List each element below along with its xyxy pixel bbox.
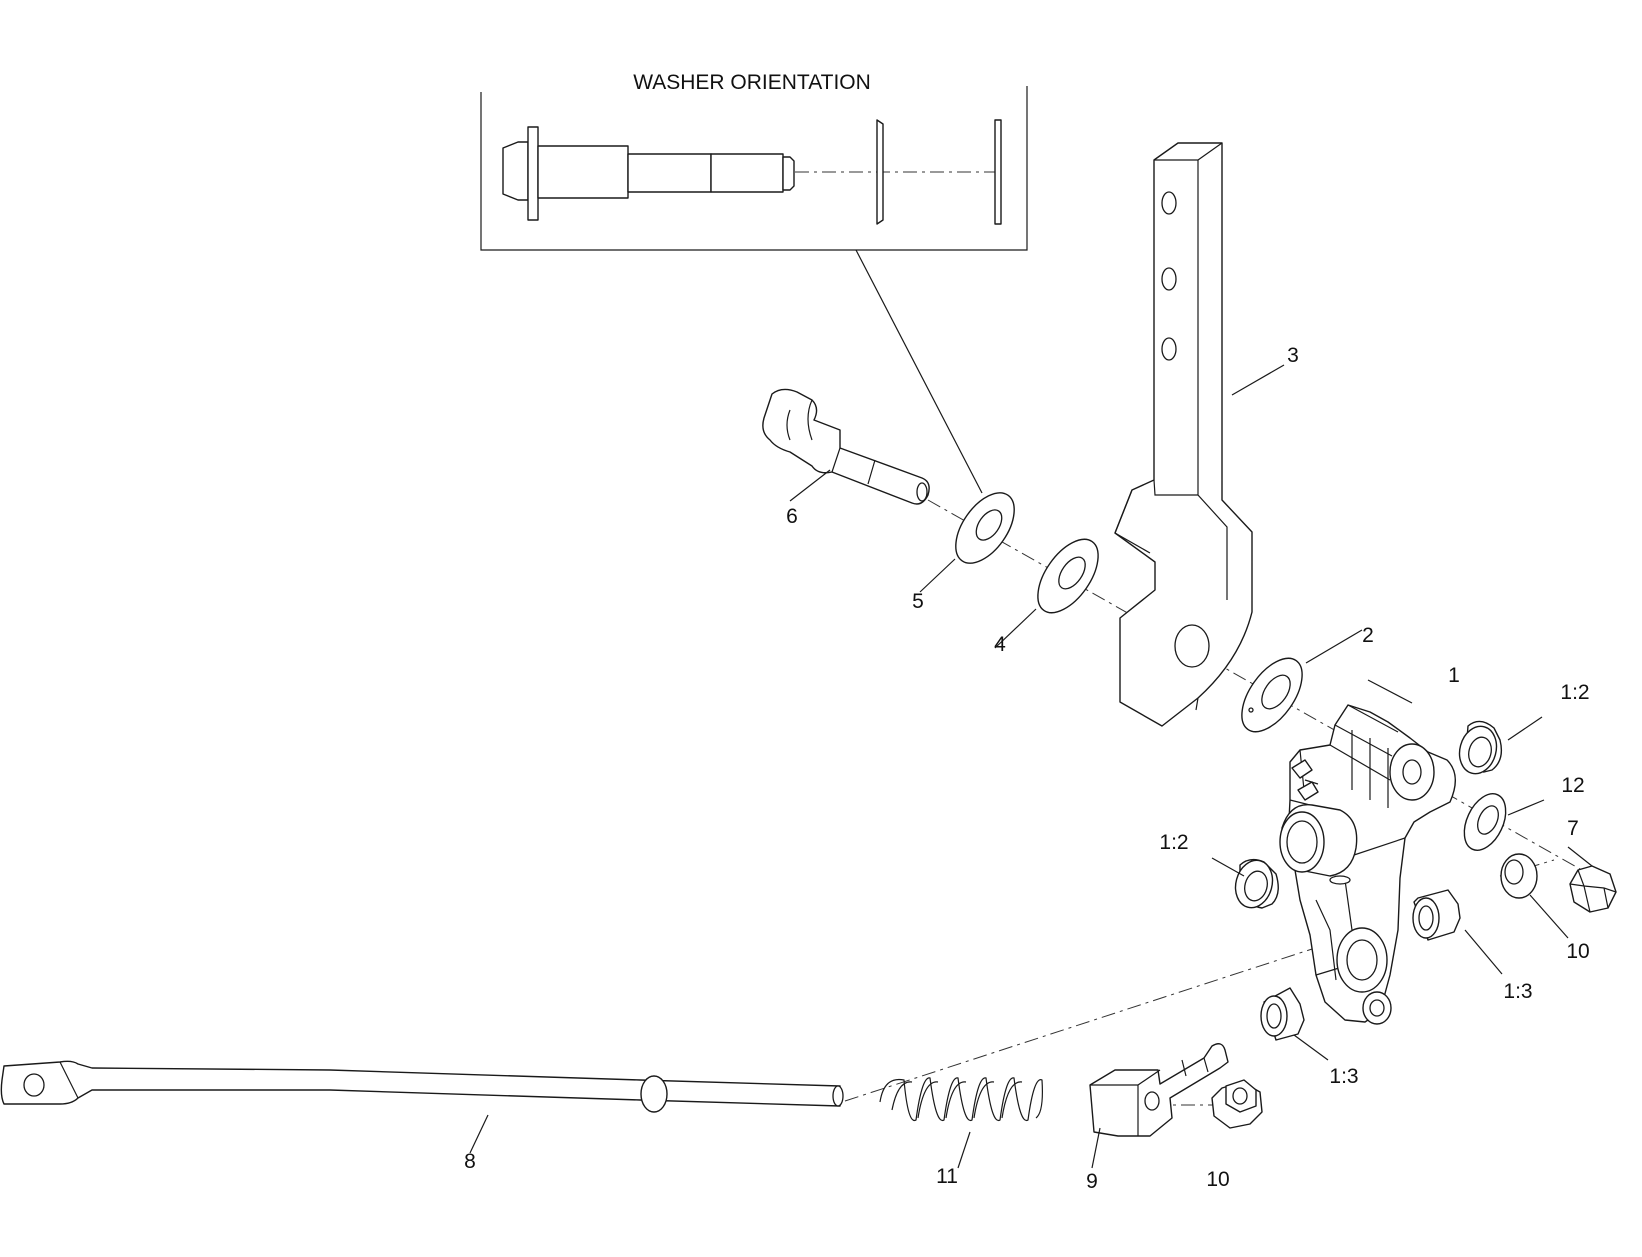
washer-part-5: [955, 492, 1015, 564]
callout-2: 2: [1362, 624, 1374, 647]
callout-7: 7: [1567, 817, 1579, 840]
clevis-part-9: [1089, 1043, 1229, 1137]
callout-12: 12: [1561, 774, 1584, 797]
spacer-1-3-upper: [1412, 889, 1461, 941]
leader-lines: [469, 364, 1593, 1169]
callout-1-2-lower: 1:2: [1159, 831, 1188, 854]
shoulder-bolt-part-6: [762, 388, 930, 505]
washer-orientation-inset: WASHER ORIENTATION: [480, 71, 1028, 494]
callout-6: 6: [786, 505, 798, 528]
inset-bolt: [502, 126, 795, 221]
flange-nut-part-10-upper: [1500, 853, 1538, 899]
washer-part-2: [1241, 657, 1303, 733]
inset-title: WASHER ORIENTATION: [633, 71, 871, 94]
washer-part-4: [1037, 538, 1099, 614]
callout-1: 1: [1448, 664, 1460, 687]
callout-1-3-upper: 1:3: [1503, 980, 1532, 1003]
pedal-arm-part-3: [1114, 142, 1253, 727]
callout-3: 3: [1287, 344, 1299, 367]
inset-washer-conical: [876, 119, 884, 225]
callout-11: 11: [936, 1165, 958, 1188]
callout-4: 4: [994, 633, 1006, 656]
callout-1-2-upper: 1:2: [1560, 681, 1589, 704]
washer-part-12: [1463, 793, 1507, 851]
callout-1-3-lower: 1:3: [1329, 1065, 1358, 1088]
callout-labels: 3 6 5 4 2 1 1:2 12 7 1:2 10 1:3 1:3 8 11…: [464, 344, 1590, 1193]
spacer-1-3-lower: [1260, 987, 1305, 1041]
callout-10-upper: 10: [1566, 940, 1589, 963]
spring-part-11: [879, 1077, 1043, 1122]
pivot-bracket-part-1: [1279, 704, 1456, 1025]
flange-nut-part-10-lower: [1211, 1079, 1263, 1129]
callout-8: 8: [464, 1150, 476, 1173]
bushing-1-2-lower: [1234, 858, 1279, 909]
callout-10-lower: 10: [1206, 1168, 1229, 1191]
callout-9: 9: [1086, 1170, 1098, 1193]
lock-nut-part-7: [1569, 865, 1617, 913]
bushing-1-2-upper: [1458, 720, 1503, 775]
control-rod-part-8: [0, 1060, 844, 1113]
callout-5: 5: [912, 590, 924, 613]
inset-washer-flat: [994, 119, 1002, 225]
